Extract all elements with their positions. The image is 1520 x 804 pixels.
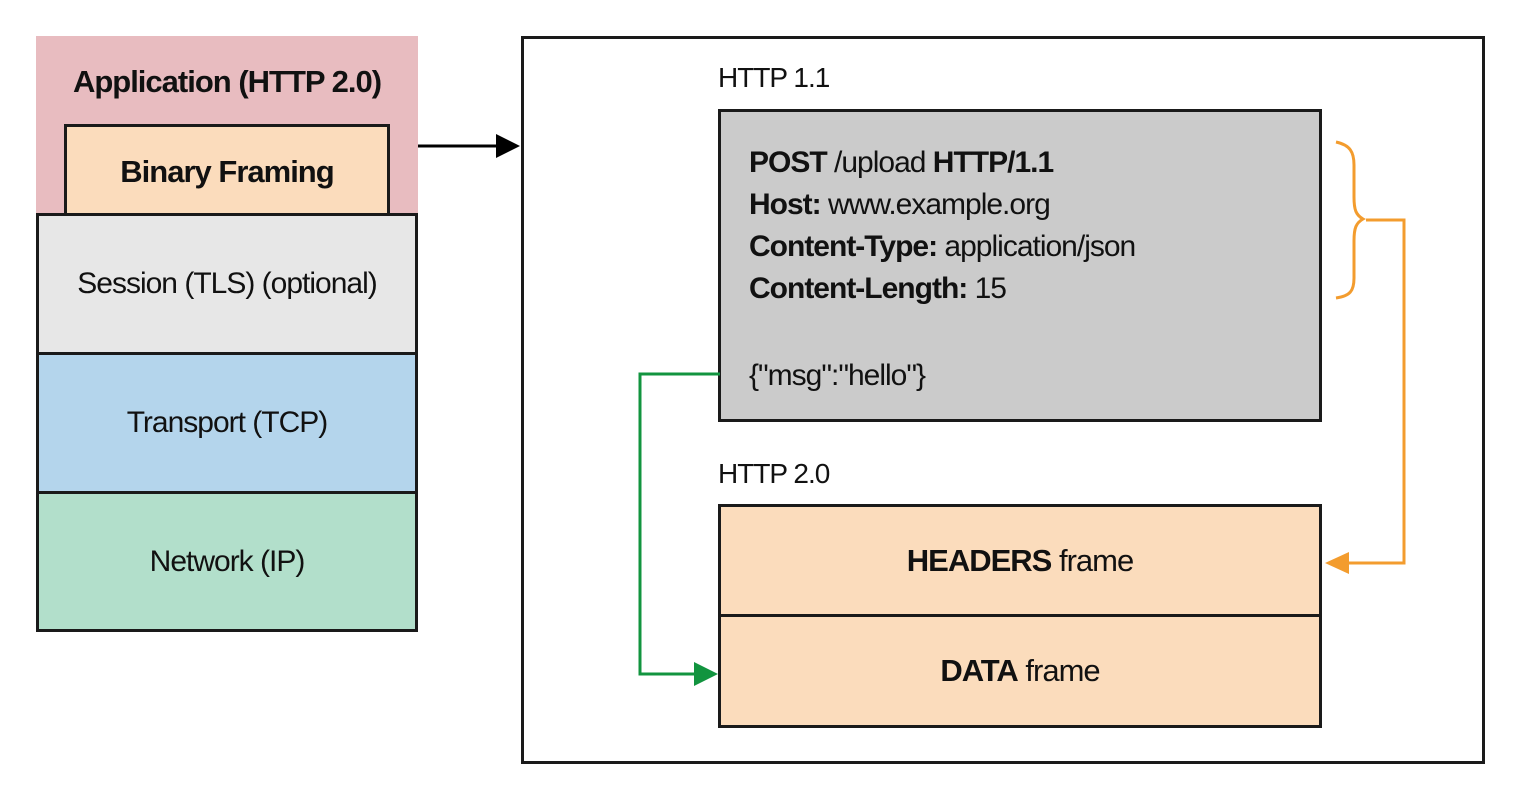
session-layer: Session (TLS) (optional) — [36, 213, 418, 355]
header-line-content-type: Content-Type: application/json — [749, 226, 1319, 268]
request-version: HTTP/1.1 — [932, 146, 1054, 179]
header-name: Content-Length: — [749, 272, 968, 305]
http20-label: HTTP 2.0 — [718, 458, 830, 489]
header-name: Content-Type: — [749, 230, 938, 263]
data-arrow — [638, 372, 720, 686]
header-line-host: Host: www.example.org — [749, 184, 1319, 226]
http11-message-box: POST /upload HTTP/1.1 Host: www.example.… — [718, 109, 1322, 422]
network-layer: Network (IP) — [36, 491, 418, 632]
message-body: {"msg":"hello"} — [749, 359, 926, 392]
data-frame-suffix: frame — [1017, 653, 1100, 688]
transport-layer: Transport (TCP) — [36, 352, 418, 494]
data-frame-type: DATA — [940, 653, 1018, 688]
data-frame: DATA frame — [718, 614, 1322, 728]
request-line: POST /upload HTTP/1.1 — [749, 142, 1319, 184]
binary-framing-layer: Binary Framing — [64, 124, 390, 216]
header-value: 15 — [967, 272, 1007, 305]
header-value: application/json — [937, 230, 1136, 263]
header-value: www.example.org — [820, 188, 1051, 221]
header-line-content-length: Content-Length: 15 — [749, 268, 1319, 310]
application-layer-label: Application (HTTP 2.0) — [72, 64, 382, 99]
headers-frame-type: HEADERS — [906, 542, 1053, 578]
headers-arrow — [1325, 218, 1406, 574]
http11-label: HTTP 1.1 — [718, 62, 830, 93]
headers-frame-suffix: frame — [1051, 542, 1134, 578]
headers-brace — [1335, 140, 1367, 300]
request-path: /upload — [826, 146, 933, 179]
header-name: Host: — [749, 188, 822, 221]
stack-to-detail-arrow — [418, 134, 520, 158]
request-method: POST — [749, 146, 828, 179]
